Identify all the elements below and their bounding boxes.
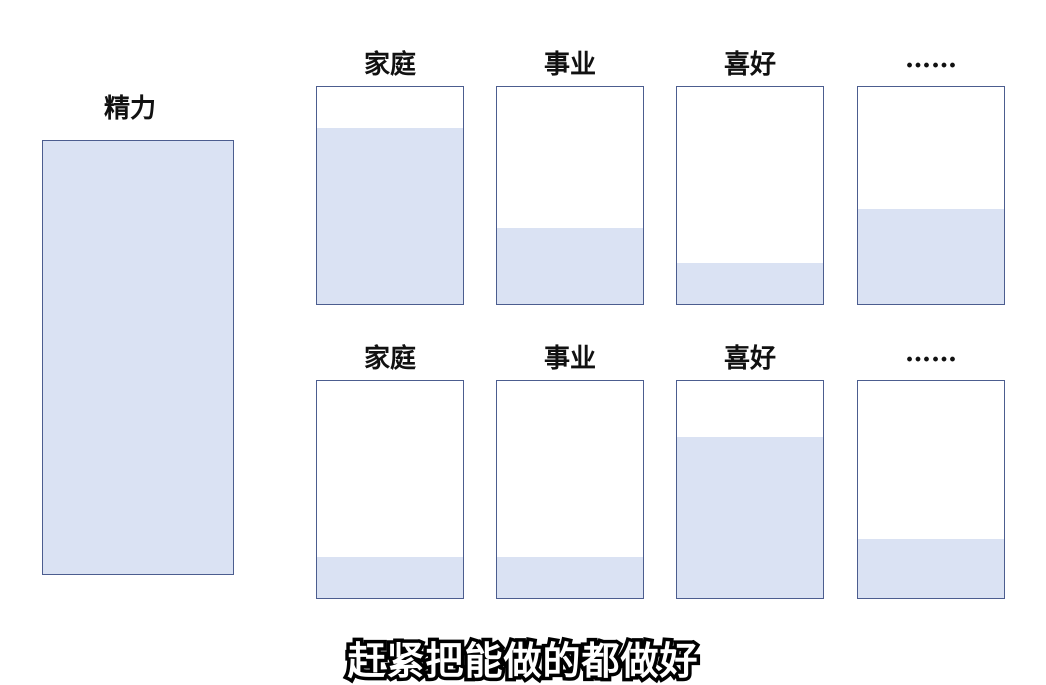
category-label: 事业: [543, 344, 596, 374]
category-fill: [497, 228, 643, 304]
category-box: [496, 380, 644, 599]
category-label: ……: [905, 338, 957, 368]
category-box: [496, 86, 644, 305]
category-label: 喜好: [723, 50, 776, 80]
category-label: 家庭: [363, 50, 416, 80]
category-box: [857, 380, 1005, 599]
subtitle: 赶紧把能做的都做好: [344, 636, 701, 685]
category-fill: [858, 539, 1004, 598]
category-box: [316, 380, 464, 599]
category-fill: [317, 128, 463, 304]
category-label: 事业: [543, 50, 596, 80]
category-fill: [317, 556, 463, 598]
category-box: [676, 86, 824, 305]
energy-label: 精力: [103, 94, 156, 124]
category-label: 家庭: [363, 344, 416, 374]
category-box: [316, 86, 464, 305]
category-label: ……: [905, 44, 957, 74]
category-label: 喜好: [723, 344, 776, 374]
energy-box: [42, 140, 234, 575]
category-fill: [858, 208, 1004, 304]
category-fill: [677, 262, 823, 304]
category-box: [857, 86, 1005, 305]
category-fill: [497, 556, 643, 598]
category-box: [676, 380, 824, 599]
category-fill: [677, 437, 823, 598]
